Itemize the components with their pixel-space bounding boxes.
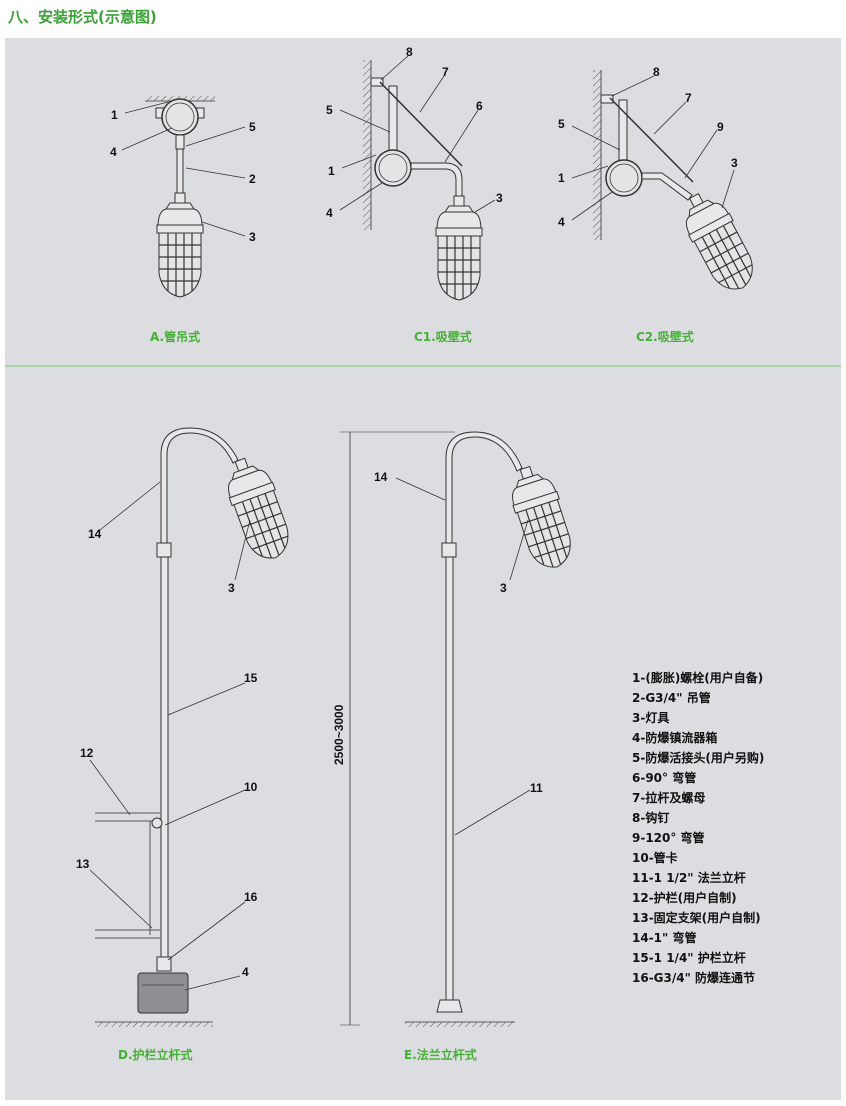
legend-item: 11-1 1/2" 法兰立杆 — [632, 870, 746, 885]
legend-item: 2-G3/4" 吊管 — [632, 690, 711, 705]
legend-item: 3-灯具 — [632, 710, 669, 725]
callout: 3 — [228, 581, 235, 595]
callout: 1 — [558, 171, 565, 185]
legend-item: 15-1 1/4" 护栏立杆 — [632, 950, 746, 965]
callout: 3 — [249, 230, 256, 244]
callout: 12 — [80, 746, 94, 760]
legend-item: 7-拉杆及螺母 — [632, 790, 705, 805]
callout: 10 — [244, 780, 258, 794]
callout: 5 — [249, 120, 256, 134]
diagram-c2-wall: 8 7 9 5 1 4 3 C2.吸壁式 — [558, 65, 764, 344]
callout: 7 — [442, 65, 449, 79]
legend-item: 9-120° 弯管 — [632, 830, 705, 845]
diagram-a-pendant: 1 4 5 2 3 A.管吊式 — [110, 96, 256, 344]
callout: 8 — [653, 65, 660, 79]
caption-c2: C2.吸壁式 — [636, 329, 694, 344]
caption-c1: C1.吸壁式 — [414, 329, 472, 344]
legend: 1-(膨胀)螺栓(用户自备) 2-G3/4" 吊管 3-灯具 4-防爆镇流器箱 … — [632, 670, 764, 985]
callout: 1 — [328, 164, 335, 178]
dimension-label: 2500~3000 — [332, 704, 346, 765]
legend-item: 13-固定支架(用户自制) — [632, 910, 761, 925]
legend-item: 14-1" 弯管 — [632, 930, 696, 945]
caption-e: E.法兰立杆式 — [404, 1047, 477, 1062]
callout: 4 — [558, 215, 565, 229]
callout: 14 — [88, 527, 102, 541]
callout: 9 — [717, 120, 724, 134]
callout: 16 — [244, 890, 258, 904]
callout: 4 — [326, 206, 333, 220]
callout: 8 — [406, 45, 413, 59]
caption-d: D.护栏立杆式 — [118, 1047, 193, 1062]
callout: 5 — [326, 103, 333, 117]
callout: 11 — [530, 781, 543, 795]
callout: 6 — [476, 99, 483, 113]
callout: 5 — [558, 117, 565, 131]
callout: 15 — [244, 671, 258, 685]
legend-item: 16-G3/4" 防爆连通节 — [632, 970, 755, 985]
callout: 13 — [76, 857, 90, 871]
callout: 7 — [685, 91, 692, 105]
callout: 3 — [500, 581, 507, 595]
callout: 1 — [111, 108, 118, 122]
legend-item: 6-90° 弯管 — [632, 770, 696, 785]
legend-item: 8-钩钉 — [632, 810, 669, 825]
callout: 14 — [374, 470, 388, 484]
callout: 2 — [249, 172, 256, 186]
callout: 4 — [110, 145, 117, 159]
diagram-d-railing-pole: 14 3 15 12 10 13 16 4 D.护栏立杆式 — [76, 427, 298, 1062]
legend-item: 10-管卡 — [632, 850, 678, 865]
callout: 3 — [496, 191, 503, 205]
diagram-e-flange-pole: 2500~3000 14 3 11 E.法兰立杆式 — [332, 431, 580, 1062]
legend-item: 1-(膨胀)螺栓(用户自备) — [632, 670, 763, 685]
legend-item: 4-防爆镇流器箱 — [632, 730, 717, 745]
callout: 3 — [731, 156, 738, 170]
legend-item: 12-护栏(用户自制) — [632, 890, 737, 905]
section-title: 八、安装形式(示意图) — [8, 8, 157, 26]
diagram-c1-wall: 8 7 5 6 1 4 3 C1.吸壁式 — [326, 45, 503, 344]
callout: 4 — [242, 965, 249, 979]
legend-item: 5-防爆活接头(用户另购) — [632, 750, 764, 765]
caption-a: A.管吊式 — [150, 329, 200, 344]
